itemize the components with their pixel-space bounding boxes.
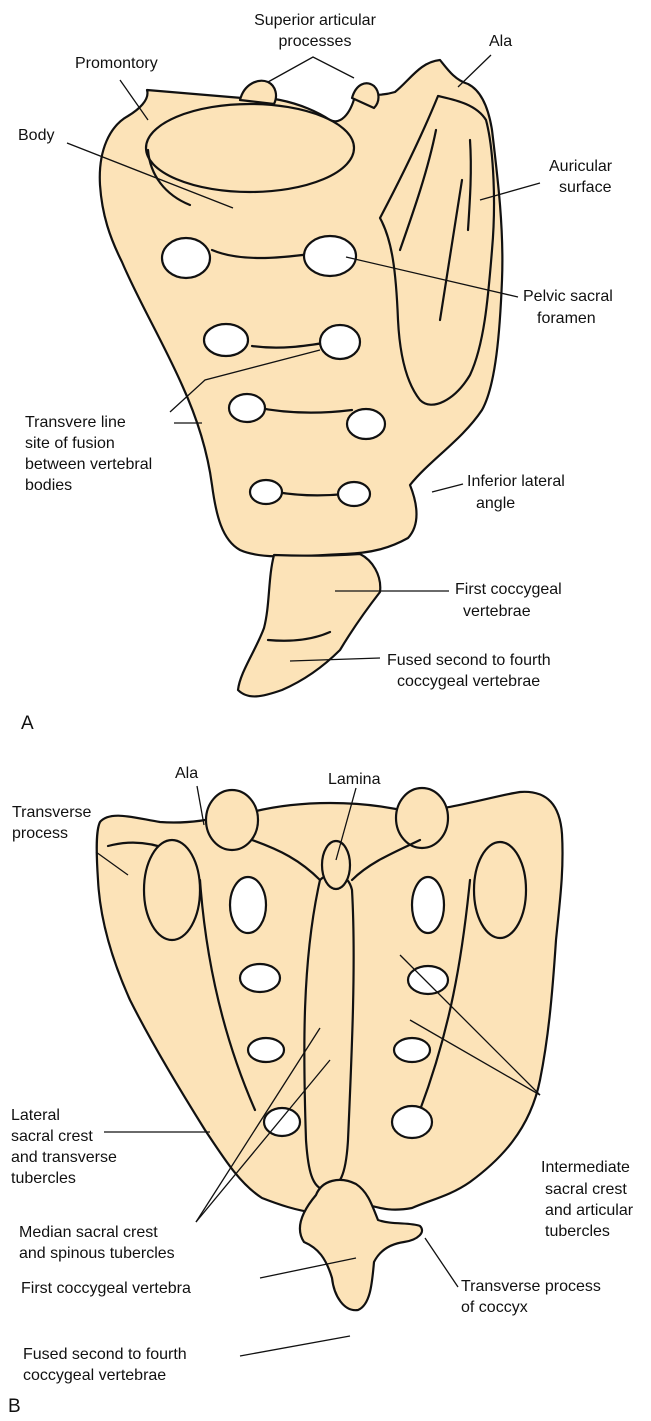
lateral-mass-right [474, 842, 526, 938]
label-promontory: Promontory [75, 54, 158, 74]
label-transverse-coccyx-line1: Transverse process [461, 1277, 601, 1297]
sacrum-anterior-view [100, 60, 503, 696]
median-sacral-crest [304, 874, 353, 1190]
pelvic-foramen [304, 236, 356, 276]
sacrum-posterior-view [97, 788, 563, 1310]
panel-letter-b: B [8, 1396, 21, 1418]
label-transverse-line-1: Transvere line [25, 413, 126, 433]
posterior-foramen [264, 1108, 300, 1136]
label-lateral-crest-line1: Lateral [11, 1106, 60, 1126]
label-intermediate-crest-line3: and articular [545, 1201, 633, 1221]
posterior-foramen [248, 1038, 284, 1062]
label-median-crest-line2: and spinous tubercles [19, 1244, 175, 1264]
label-transverse-process-line1: Transverse [12, 803, 91, 823]
label-lateral-crest-line2: sacral crest [11, 1127, 93, 1147]
label-intermediate-crest-line4: tubercles [545, 1222, 610, 1242]
label-fused-coccygeal-a-line2: coccygeal vertebrae [397, 672, 540, 692]
label-intermediate-crest-line2: sacral crest [545, 1180, 627, 1200]
pelvic-foramen [338, 482, 370, 506]
posterior-foramen [394, 1038, 430, 1062]
posterior-foramen [240, 964, 280, 992]
posterior-foramen [230, 877, 266, 933]
label-fused-coccygeal-b-line1: Fused second to fourth [23, 1345, 187, 1365]
label-superior-articular-line1: Superior articular [240, 11, 390, 31]
label-auricular-line1: Auricular [549, 157, 612, 177]
label-pelvic-foramen-line1: Pelvic sacral [523, 287, 613, 307]
label-transverse-line-2: site of fusion [25, 434, 115, 454]
label-transverse-line-3: between vertebral [25, 455, 152, 475]
superior-articular-left [240, 81, 276, 104]
label-transverse-coccyx-line2: of coccyx [461, 1298, 528, 1318]
label-pelvic-foramen-line2: foramen [537, 309, 596, 329]
pelvic-foramen [250, 480, 282, 504]
pelvic-foramen [320, 325, 360, 359]
pelvic-foramen [204, 324, 248, 356]
label-transverse-line-4: bodies [25, 476, 72, 496]
label-first-coccygeal-a-line2: vertebrae [463, 602, 531, 622]
label-superior-articular-line2: processes [240, 32, 390, 52]
lateral-mass-left [144, 840, 200, 940]
label-fused-coccygeal-a-line1: Fused second to fourth [387, 651, 551, 671]
label-ala-b: Ala [175, 764, 198, 784]
label-transverse-process-line2: process [12, 824, 68, 844]
pelvic-foramen [347, 409, 385, 439]
label-lamina: Lamina [328, 770, 380, 790]
label-ala-a: Ala [489, 32, 512, 52]
label-auricular-line2: surface [559, 178, 611, 198]
sacral-body-top [146, 104, 354, 192]
label-lateral-crest-line4: tubercles [11, 1169, 76, 1189]
label-lateral-crest-line3: and transverse [11, 1148, 117, 1168]
label-first-coccygeal-a-line1: First coccygeal [455, 580, 562, 600]
posterior-foramen [408, 966, 448, 994]
panel-letter-a: A [21, 713, 34, 735]
pelvic-foramen [229, 394, 265, 422]
label-median-crest-line1: Median sacral crest [19, 1223, 158, 1243]
label-inferior-lateral-angle-line2: angle [476, 494, 515, 514]
label-fused-coccygeal-b-line2: coccygeal vertebrae [23, 1366, 166, 1386]
posterior-foramen [412, 877, 444, 933]
label-inferior-lateral-angle-line1: Inferior lateral [467, 472, 565, 492]
label-first-coccygeal-b: First coccygeal vertebra [21, 1279, 191, 1299]
pelvic-foramen [162, 238, 210, 278]
label-body: Body [18, 126, 54, 146]
coccyx-a [238, 554, 380, 696]
posterior-foramen [392, 1106, 432, 1138]
label-intermediate-crest-line1: Intermediate [541, 1158, 630, 1178]
